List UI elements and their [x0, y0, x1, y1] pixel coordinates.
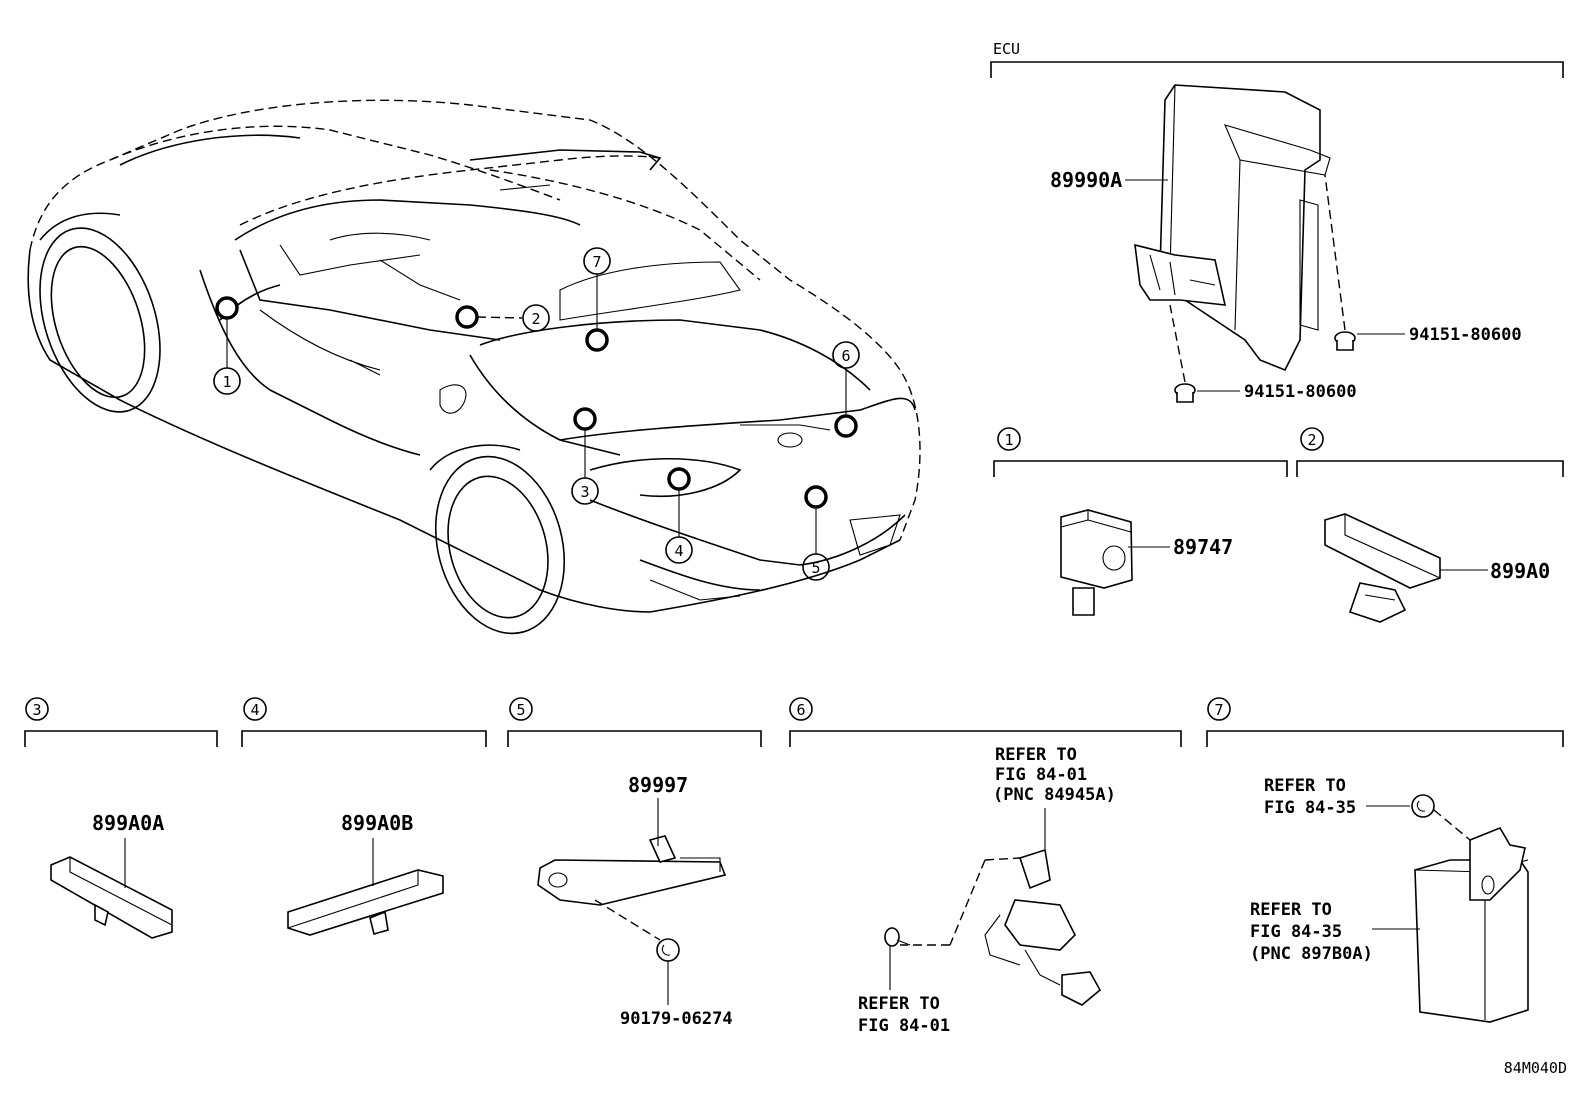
- callout-4: 4: [665, 536, 693, 564]
- part-number-899A0: 899A0: [1490, 559, 1550, 583]
- section-6: 6 REFER TO FIG 84-01 (PNC 84945A) REFER …: [789, 697, 1182, 1036]
- ref-text-line-2: FIG 84-35: [1264, 798, 1356, 818]
- ecu-section: ECU 89990A 94151-80600 94151-80600: [990, 40, 1564, 403]
- clip-icon: [1411, 794, 1435, 818]
- ref-text-line-4: FIG 84-35: [1250, 922, 1342, 942]
- clip-icon: [656, 938, 680, 962]
- ref-text-line-1: REFER TO: [995, 745, 1077, 765]
- location-marker-7: [585, 328, 609, 352]
- callout-2: 2: [522, 304, 550, 332]
- part-number-clip: 90179-06274: [620, 1009, 733, 1029]
- part-number-899A0A: 899A0A: [92, 811, 164, 835]
- section-4: 4 899A0B: [241, 697, 487, 936]
- section-5: 5 89997 90179-06274: [507, 697, 762, 1029]
- section-3: 3 899A0A: [24, 697, 218, 939]
- screw-icon: [884, 927, 911, 947]
- antenna-module: [1324, 513, 1441, 623]
- ref-text-line-4: REFER TO: [858, 994, 940, 1014]
- ref-text-line-1: REFER TO: [1264, 776, 1346, 796]
- part-number-89747: 89747: [1173, 535, 1233, 559]
- callout-1: 1: [213, 367, 241, 395]
- svg-text:3: 3: [580, 483, 589, 501]
- sensor-bracket: [537, 835, 727, 906]
- svg-text:6: 6: [841, 347, 850, 365]
- callout-5: 5: [802, 553, 830, 581]
- location-marker-5: [804, 485, 828, 509]
- svg-text:1: 1: [1004, 431, 1013, 449]
- ref-text-line-3: (PNC 84945A): [993, 785, 1116, 805]
- svg-text:1: 1: [222, 373, 231, 391]
- svg-text:6: 6: [796, 701, 805, 719]
- svg-text:7: 7: [592, 253, 601, 271]
- figure-code: 84M040D: [1504, 1059, 1567, 1077]
- ecu-label: ECU: [993, 40, 1020, 58]
- ecu-module: [1134, 84, 1331, 372]
- location-marker-4: [667, 467, 691, 491]
- callout-7: 7: [583, 247, 611, 275]
- location-markers: [215, 274, 858, 554]
- location-marker-6: [834, 414, 858, 438]
- location-marker-2: [455, 305, 479, 329]
- section-2: 2 899A0: [1296, 427, 1564, 623]
- svg-text:4: 4: [250, 701, 259, 719]
- section-7: 7 REFER TO FIG 84-35 REFER TO FIG 84-35 …: [1206, 697, 1564, 1023]
- ref-text-line-5: FIG 84-01: [858, 1016, 950, 1036]
- svg-text:2: 2: [531, 310, 540, 328]
- nut-part-number-2: 94151-80600: [1244, 382, 1357, 402]
- nut-part-number-1: 94151-80600: [1409, 325, 1522, 345]
- nut-icon: [1334, 331, 1356, 351]
- svg-text:3: 3: [32, 701, 41, 719]
- ref-text-line-3: REFER TO: [1250, 900, 1332, 920]
- vehicle-illustration: [27, 99, 921, 635]
- svg-text:7: 7: [1214, 701, 1223, 719]
- ecu-part-number: 89990A: [1050, 168, 1122, 192]
- part-number-89997: 89997: [628, 773, 688, 797]
- antenna-unit: [50, 856, 173, 939]
- ref-text-line-2: FIG 84-01: [995, 765, 1087, 785]
- section-1: 1 89747: [993, 427, 1288, 616]
- antenna-unit: [287, 869, 444, 936]
- svg-text:2: 2: [1307, 431, 1316, 449]
- control-module: [1414, 827, 1529, 1023]
- callout-3: 3: [571, 477, 599, 505]
- sensor-module: [1060, 509, 1133, 616]
- callouts: 1 2 3 4 5 6 7: [213, 247, 860, 581]
- location-marker-1: [215, 296, 239, 320]
- part-number-899A0B: 899A0B: [341, 811, 413, 835]
- camera-assembly: [984, 848, 1102, 1006]
- location-marker-3: [573, 407, 597, 431]
- nut-icon: [1174, 383, 1196, 403]
- svg-text:4: 4: [674, 542, 683, 560]
- svg-text:5: 5: [811, 559, 820, 577]
- callout-6: 6: [832, 341, 860, 369]
- svg-text:5: 5: [516, 701, 525, 719]
- ref-text-line-5: (PNC 897B0A): [1250, 944, 1373, 964]
